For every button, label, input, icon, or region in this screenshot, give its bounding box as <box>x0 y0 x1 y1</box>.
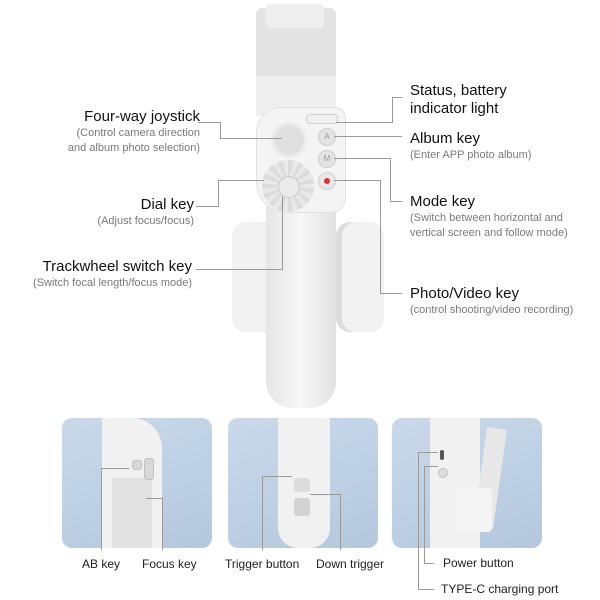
label-trigger-button: Trigger button <box>225 557 300 571</box>
label-desc: (control shooting/video recording) <box>410 304 574 316</box>
label-status-indicator: Status, battery indicator light <box>410 82 507 118</box>
photo-video-key[interactable] <box>318 172 336 190</box>
label-title: Photo/Video key <box>410 285 519 302</box>
status-indicator-light <box>306 114 338 124</box>
label-album-key: Album key (Enter APP photo album) <box>410 130 531 163</box>
label-desc: (Enter APP photo album) <box>410 149 532 161</box>
label-dial-key: Dial key (Adjust focus/focus) <box>97 196 194 229</box>
label-mode-key: Mode key (Switch between horizontal and … <box>410 193 568 241</box>
label-title: Mode key <box>410 193 476 210</box>
mode-key[interactable]: M <box>318 150 336 168</box>
label-desc: (Switch between horizontal and <box>410 212 563 224</box>
ab-key[interactable] <box>132 460 142 470</box>
label-down-trigger: Down trigger <box>316 557 385 571</box>
label-title: Trackwheel switch key <box>42 258 193 275</box>
phone-clamp-top <box>266 4 324 28</box>
label-trackwheel-switch-key: Trackwheel switch key (Switch focal leng… <box>33 258 192 291</box>
label-title: Dial key <box>140 196 194 213</box>
label-desc: and album photo selection) <box>67 142 200 154</box>
record-dot-icon <box>324 178 330 184</box>
label-four-way-joystick: Four-way joystick (Control camera direct… <box>68 108 200 156</box>
label-title: Album key <box>410 130 481 147</box>
album-key[interactable]: A <box>318 128 336 146</box>
panel-back-view <box>392 418 542 548</box>
label-ab-key: AB key <box>82 557 121 571</box>
label-type-c-port: TYPE-C charging port <box>441 582 559 596</box>
label-title: Status, battery <box>410 82 507 99</box>
label-photo-video-key: Photo/Video key (control shooting/video … <box>410 285 573 318</box>
label-power-button: Power button <box>443 556 514 570</box>
label-focus-key: Focus key <box>142 557 197 571</box>
label-desc: vertical screen and follow mode) <box>410 227 568 239</box>
label-desc: (Adjust focus/focus) <box>97 215 194 227</box>
trackwheel-switch-key[interactable] <box>278 176 300 198</box>
right-motor <box>336 222 384 332</box>
label-title: indicator light <box>410 100 499 117</box>
label-desc: (Control camera direction <box>76 127 201 139</box>
trigger-button[interactable] <box>294 478 310 492</box>
type-c-charging-port <box>440 450 444 460</box>
down-trigger[interactable] <box>294 498 310 516</box>
four-way-joystick[interactable] <box>274 125 304 155</box>
focus-key[interactable] <box>144 458 154 480</box>
label-desc: (Switch focal length/focus mode) <box>33 277 192 289</box>
gimbal-handle <box>266 180 336 408</box>
label-title: Four-way joystick <box>84 108 200 125</box>
power-button[interactable] <box>438 468 448 478</box>
panel-side-view <box>62 418 212 548</box>
panel-front-view <box>228 418 378 548</box>
